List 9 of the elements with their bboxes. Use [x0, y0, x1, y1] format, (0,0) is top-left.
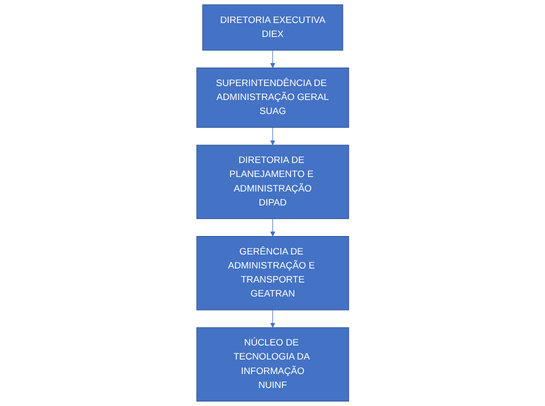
node-box: DIRETORIA EXECUTIVA DIEX	[202, 4, 343, 51]
node-box: SUPERINTENDÊNCIA DE ADMINISTRAÇÃO GERAL SUAG	[196, 68, 349, 128]
node-box: NÚCLEO DE TECNOLOGIA DA INFORMAÇÃO NUINF	[196, 327, 349, 402]
arrow	[270, 127, 276, 146]
arrow	[270, 310, 276, 328]
arrow	[270, 50, 276, 68]
node-box: DIRETORIA DE PLANEJAMENTO E ADMINISTRAÇÃO DIPAD	[196, 144, 349, 220]
arrow	[270, 218, 276, 237]
node-box: GERÊNCIA DE ADMINISTRAÇÃO E TRANSPORTE GEATRAN	[196, 236, 349, 310]
